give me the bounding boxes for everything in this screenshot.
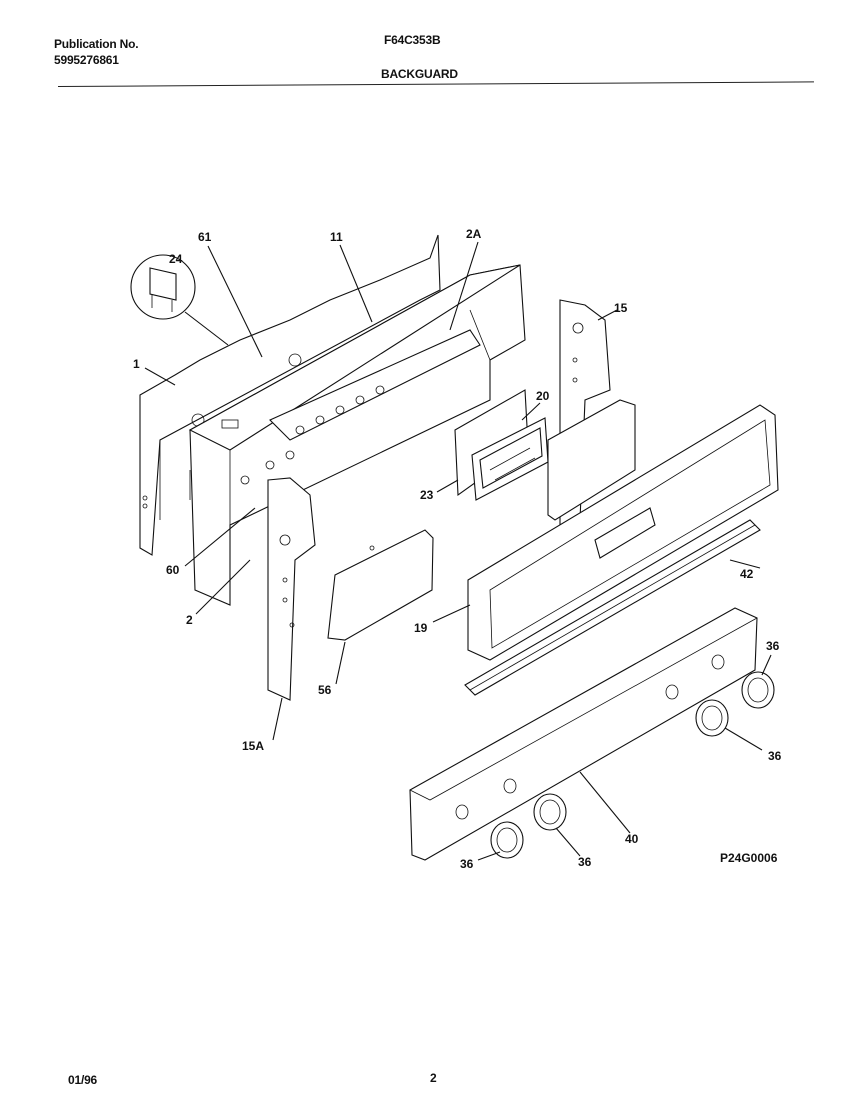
callout-15a: 15A bbox=[242, 739, 264, 753]
callout-60: 60 bbox=[166, 563, 180, 577]
callout-36-left: 36 bbox=[460, 857, 474, 871]
model-number: F64C353B bbox=[384, 33, 441, 47]
diagram-code: P24G0006 bbox=[720, 851, 778, 865]
clock-assembly bbox=[454, 389, 549, 501]
callout-36-mid: 36 bbox=[578, 855, 592, 869]
callout-56: 56 bbox=[318, 683, 332, 697]
leader-lines bbox=[144, 241, 772, 861]
callout-1: 1 bbox=[133, 357, 140, 371]
trim-strip bbox=[464, 519, 761, 696]
callout-20: 20 bbox=[536, 389, 550, 403]
callout-40: 40 bbox=[625, 832, 639, 846]
callout-2: 2 bbox=[186, 613, 193, 627]
section-title: BACKGUARD bbox=[381, 67, 458, 81]
rocker-switch-inset bbox=[130, 254, 229, 346]
callout-24: 24 bbox=[169, 252, 183, 266]
publication-label: Publication No. bbox=[54, 37, 139, 51]
control-panel-bezel bbox=[467, 404, 779, 661]
callout-36-right: 36 bbox=[768, 749, 782, 763]
panel-mount bbox=[327, 529, 434, 641]
footer-date: 01/96 bbox=[68, 1073, 98, 1087]
end-cap-right bbox=[547, 399, 636, 521]
callout-11: 11 bbox=[330, 230, 343, 244]
callout-61: 61 bbox=[198, 230, 212, 244]
publication-number: 5995276861 bbox=[54, 53, 119, 67]
page-number: 2 bbox=[430, 1071, 437, 1085]
control-knobs bbox=[490, 671, 775, 859]
callout-2a: 2A bbox=[466, 227, 482, 241]
manifold-panel bbox=[409, 607, 758, 861]
callout-36-top: 36 bbox=[766, 639, 780, 653]
callout-15: 15 bbox=[614, 301, 628, 315]
callout-23: 23 bbox=[420, 488, 434, 502]
callout-42: 42 bbox=[740, 567, 754, 581]
side-bracket-left bbox=[267, 477, 316, 701]
backguard-body bbox=[188, 264, 526, 606]
callout-19: 19 bbox=[414, 621, 428, 635]
